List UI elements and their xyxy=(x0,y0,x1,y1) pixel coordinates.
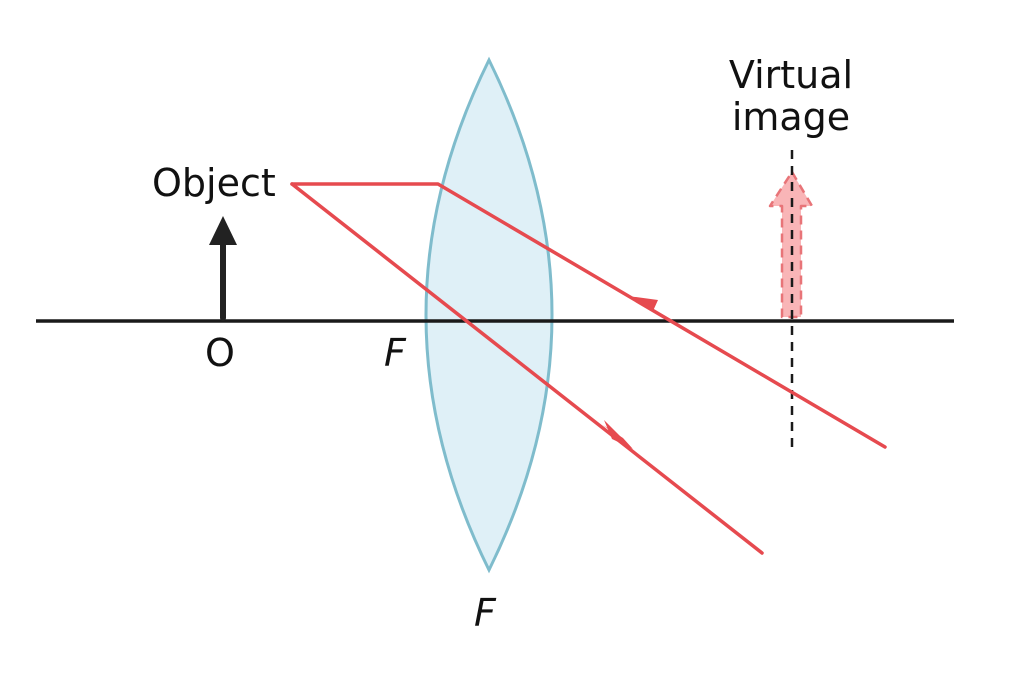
virtual-image-label-line1: Virtual xyxy=(729,53,853,97)
virtual-image-label-line2: image xyxy=(732,95,850,139)
object-arrow-head xyxy=(209,216,237,245)
ray-parallel-arrowhead xyxy=(628,296,658,311)
ray-through-focus xyxy=(290,182,764,555)
focal-point-left-label: F xyxy=(384,331,407,375)
convex-lens xyxy=(424,56,554,574)
focal-point-bottom-label: F xyxy=(474,591,497,635)
origin-label: O xyxy=(205,331,235,375)
object-label: Object xyxy=(152,161,276,205)
ray-parallel xyxy=(290,182,887,449)
ray-through-focus-arrowhead-fill xyxy=(604,420,633,449)
